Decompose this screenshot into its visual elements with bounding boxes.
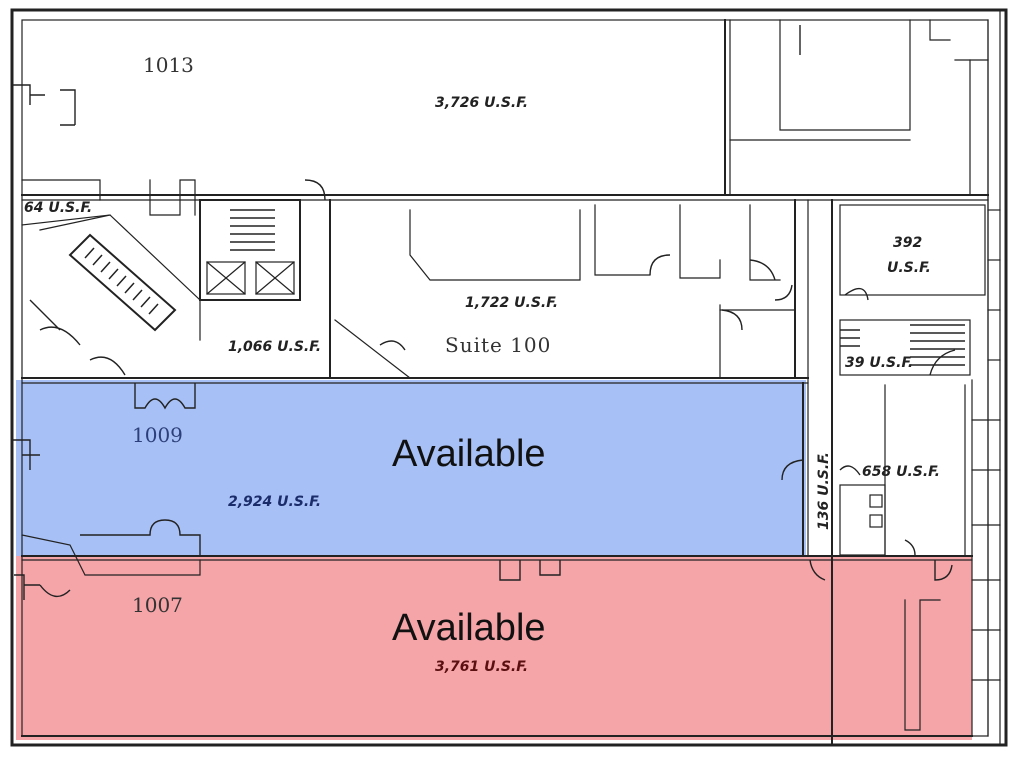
stairs-right — [910, 324, 965, 366]
area-label-136: 136 U.S.F. — [816, 452, 832, 530]
suite-1013-walls — [21, 19, 989, 201]
stairs-core — [230, 209, 275, 251]
suite-1009-highlight[interactable] — [16, 380, 806, 556]
lower-walls — [21, 209, 1001, 737]
area-label-658: 658 U.S.F. — [862, 464, 940, 480]
middle-band-walls — [21, 179, 986, 746]
suite-1007-highlight[interactable] — [16, 556, 972, 740]
suite-number-1009: 1009 — [132, 423, 183, 447]
area-label-1007: 3,761 U.S.F. — [435, 659, 528, 675]
suite-100-label: Suite 100 — [445, 333, 551, 357]
area-label-1722: 1,722 U.S.F. — [465, 295, 558, 311]
suite-number-1013: 1013 — [143, 53, 194, 77]
area-label-1009: 2,924 U.S.F. — [228, 494, 321, 510]
status-1009: Available — [392, 433, 546, 475]
left-exterior-doors — [12, 84, 45, 600]
room-labels: 1013 3,726 U.S.F. 64 U.S.F. 392 U.S.F. 1… — [24, 53, 940, 675]
area-label-392-line2: U.S.F. — [887, 260, 931, 276]
stairs-diagonal — [68, 233, 177, 332]
area-label-64: 64 U.S.F. — [24, 200, 92, 216]
status-1007: Available — [392, 607, 546, 649]
area-label-39: 39 U.S.F. — [845, 355, 913, 371]
suite-number-1007: 1007 — [132, 593, 183, 617]
stairs-right-small — [840, 329, 860, 347]
area-label-1013: 3,726 U.S.F. — [435, 95, 528, 111]
area-label-1066: 1,066 U.S.F. — [228, 339, 321, 355]
area-label-392-line1: 392 — [893, 235, 922, 251]
right-window-bays — [971, 209, 1001, 737]
